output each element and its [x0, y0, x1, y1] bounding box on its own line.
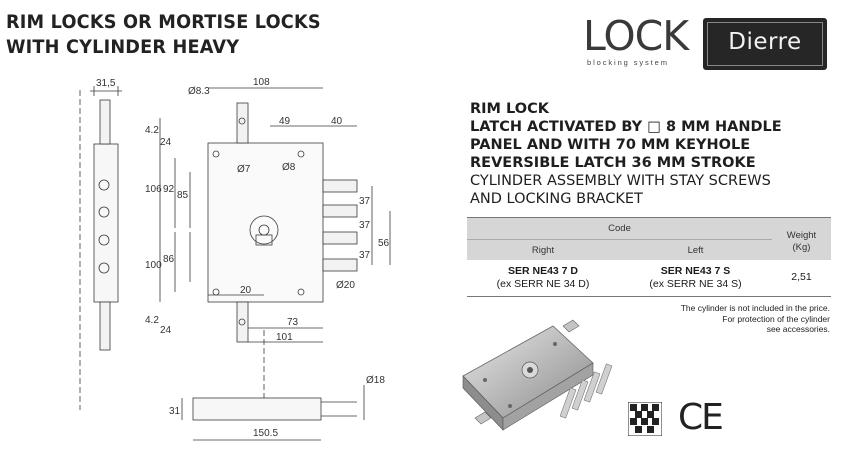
technical-drawing: 31,5 108 Ø8.3 49 40 4.2 24 Ø7 Ø8 106 92 …: [79, 77, 391, 441]
ce-mark: CE: [678, 397, 724, 438]
weight-header-unit: (Kg): [792, 242, 811, 253]
bolt: [322, 258, 358, 272]
dim-100: 100: [145, 260, 162, 271]
side-view-bracket-bottom: [99, 301, 111, 351]
weight-header-label: Weight: [786, 230, 817, 241]
dim-150-5: 150.5: [253, 428, 278, 439]
dim-4-2-top: 4.2: [145, 125, 159, 136]
dim-31: 31: [169, 406, 181, 417]
dim-49: 49: [279, 116, 291, 127]
note-line: see accessories.: [766, 324, 830, 334]
dim-20: 20: [240, 285, 252, 296]
left-header: Left: [687, 245, 704, 256]
dim-phi-18: Ø18: [366, 375, 385, 386]
description-line: REVERSIBLE LATCH 36 MM STROKE: [470, 155, 756, 171]
side-view-body: [93, 143, 119, 303]
header-divider: [467, 239, 772, 240]
dim-85: 85: [177, 190, 189, 201]
description-line: RIM LOCK: [470, 101, 549, 117]
dierre-logo-frame: [707, 22, 823, 66]
weight-header: Weight (Kg): [772, 230, 831, 254]
lock-brand-logo: LOCK blocking system: [583, 14, 693, 70]
dierre-logo-text: Dierre: [728, 29, 802, 55]
description-line: LATCH ACTIVATED BY □ 8 MM HANDLE: [470, 119, 782, 135]
dim-101: 101: [276, 332, 293, 343]
dim-phi-7: Ø7: [237, 164, 251, 175]
title-line-1: RIM LOCKS OR MORTISE LOCKS: [6, 11, 321, 33]
dim-phi-20: Ø20: [336, 280, 355, 291]
dim-24-bottom: 24: [160, 325, 172, 336]
description-line: AND LOCKING BRACKET: [470, 191, 643, 207]
dim-92: 92: [163, 184, 175, 195]
spec-table: Code Right Left Weight (Kg) SER NE43 7 D…: [467, 217, 831, 297]
dim-108: 108: [253, 77, 270, 88]
dim-24-top: 24: [160, 137, 172, 148]
bolt: [322, 179, 358, 193]
certification-pattern-icon: [628, 402, 662, 436]
code-header: Code: [608, 223, 631, 234]
dim-86: 86: [163, 254, 175, 265]
cylinder-note: The cylinder is not included in the pric…: [580, 303, 830, 335]
dim-73: 73: [287, 317, 299, 328]
page-title: RIM LOCKS OR MORTISE LOCKS WITH CYLINDER…: [6, 10, 321, 60]
note-line: The cylinder is not included in the pric…: [680, 303, 830, 313]
dim-phi-8: Ø8: [282, 162, 296, 173]
bolt: [322, 204, 358, 218]
table-row: SER NE43 7 D (ex SERR NE 34 D) SER NE43 …: [467, 260, 831, 297]
note-line: For protection of the cylinder: [722, 313, 830, 324]
dim-37-b: 37: [359, 220, 371, 231]
dim-phi-8-3: Ø8.3: [188, 86, 210, 97]
lock-product-photo: [462, 319, 613, 431]
side-view-hole: [98, 234, 110, 246]
dim-4-2-bottom: 4.2: [145, 315, 159, 326]
bottom-bracket: [236, 301, 249, 343]
weight-value: 2,51: [791, 271, 812, 283]
dierre-brand-logo: Dierre: [703, 18, 827, 70]
side-view-bracket: [99, 99, 111, 145]
right-code: SER NE43 7 D: [507, 265, 579, 277]
product-description: RIM LOCK LATCH ACTIVATED BY □ 8 MM HANDL…: [470, 100, 782, 208]
right-code-cell: SER NE43 7 D (ex SERR NE 34 D): [467, 265, 619, 291]
description-line: CYLINDER ASSEMBLY WITH STAY SCREWS: [470, 173, 771, 189]
dim-37-a: 37: [359, 196, 371, 207]
lock-logo-word: LOCK: [583, 12, 689, 60]
description-line: PANEL AND WITH 70 MM KEYHOLE: [470, 137, 751, 153]
left-ex-code: (ex SERR NE 34 S): [649, 278, 742, 290]
spec-table-header: Code Right Left Weight (Kg): [467, 217, 831, 260]
top-bracket: [236, 102, 249, 144]
side-view-hole: [98, 262, 110, 274]
lock-logo-subtitle: blocking system: [587, 58, 669, 67]
dim-106: 106: [145, 184, 162, 195]
left-code: SER NE43 7 S: [660, 265, 731, 277]
side-view-hole: [98, 179, 110, 191]
dim-31-5: 31,5: [96, 78, 116, 89]
bolt: [322, 231, 358, 245]
right-header: Right: [531, 245, 555, 256]
dim-37-c: 37: [359, 250, 371, 261]
side-view-hole: [98, 206, 110, 218]
left-code-cell: SER NE43 7 S (ex SERR NE 34 S): [619, 265, 772, 291]
bottom-view-body: [192, 397, 322, 421]
dim-40: 40: [331, 116, 343, 127]
right-ex-code: (ex SERR NE 34 D): [496, 278, 590, 290]
title-line-2: WITH CYLINDER HEAVY: [6, 36, 240, 58]
dim-56: 56: [378, 238, 390, 249]
lock-body: [207, 142, 324, 303]
